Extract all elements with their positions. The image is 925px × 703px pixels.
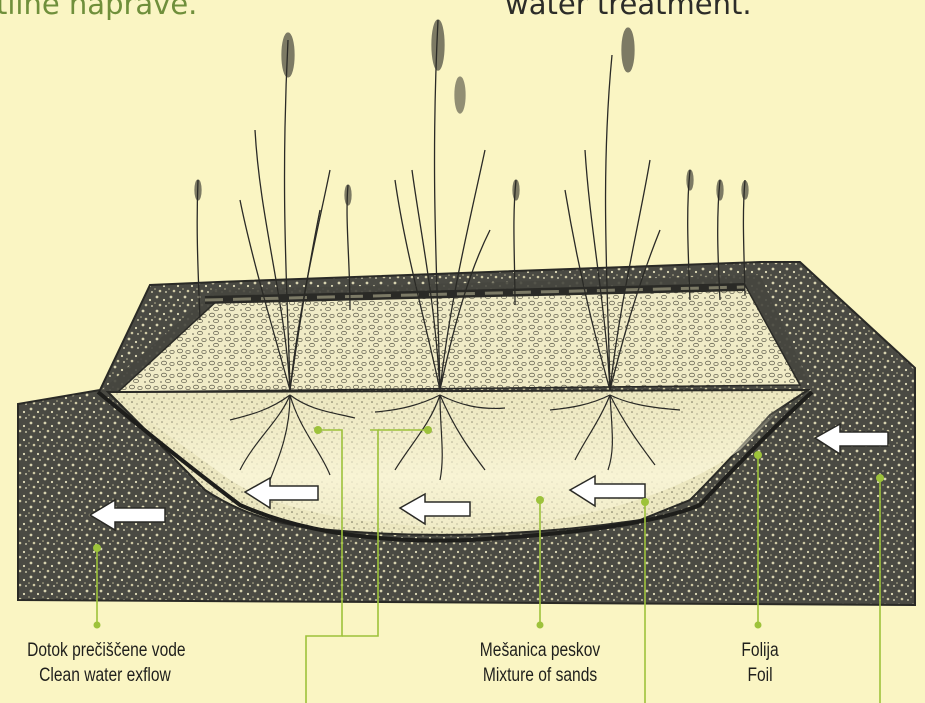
label-mixture-of-sands: Mešanica peskov Mixture of sands bbox=[462, 638, 618, 688]
label-foil-english: Foil bbox=[711, 663, 809, 688]
label-foil-slovene: Folija bbox=[711, 638, 809, 663]
label-exflow-slovene: Dotok prečiščene vode bbox=[27, 638, 183, 663]
label-sands-english: Mixture of sands bbox=[462, 663, 618, 688]
label-exflow-english: Clean water exflow bbox=[27, 663, 183, 688]
gravel-bed-surface bbox=[118, 285, 800, 392]
label-clean-water-exflow: Dotok prečiščene vode Clean water exflow bbox=[27, 638, 183, 688]
label-foil: Folija Foil bbox=[711, 638, 809, 688]
label-sands-slovene: Mešanica peskov bbox=[462, 638, 618, 663]
